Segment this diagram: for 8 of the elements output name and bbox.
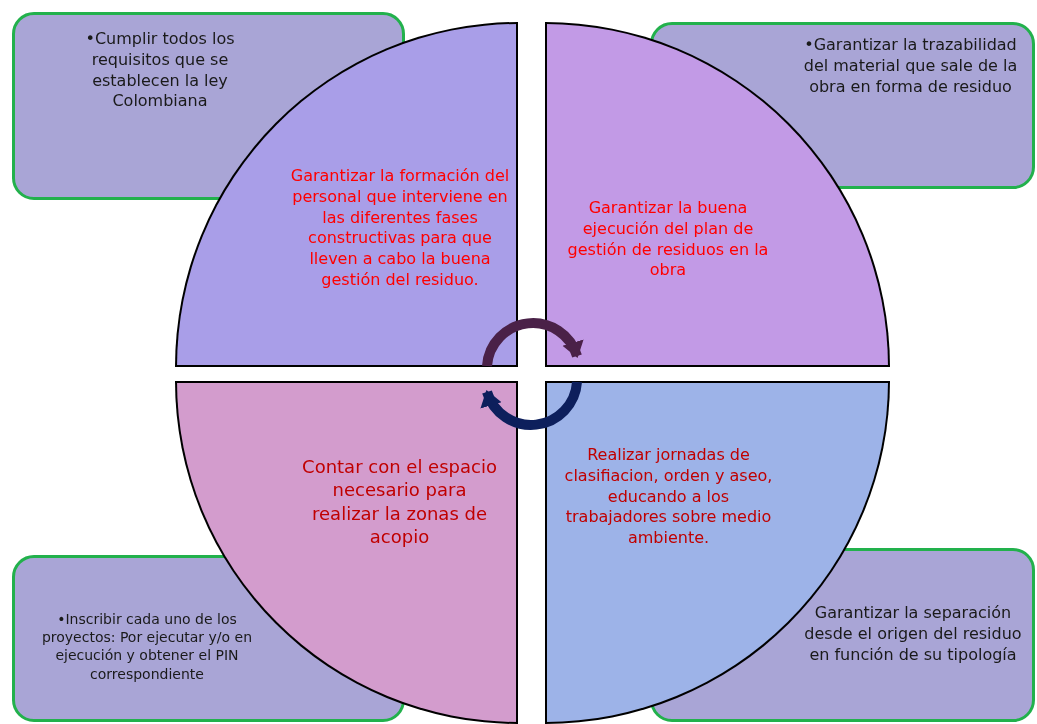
quadrant-text: Realizar jornadas de clasifiacion, orden y aseo, educando a los trabajadores sobre medio ambiente.: [563, 445, 774, 549]
quadrant-text: Contar con el espacio necesario para realizar la zonas de acopio: [302, 455, 497, 549]
card-text: •Garantizar la trazabilidad del material que sale de la obra en forma de residuo: [802, 35, 1019, 98]
card-text: •Cumplir todos los requisitos que se establecen la ley Colombiana: [84, 29, 236, 113]
quadrant-text: Garantizar la formación del personal que interviene en las diferentes fases constructivas para que lleven a cabo la buena gestión del residuo.: [289, 166, 511, 291]
card-text: •Inscribir cada uno de los proyectos: Por ejecutar y/o en ejecución y obtener el PIN correspondiente: [40, 610, 254, 683]
card-text: Garantizar la separación desde el origen del residuo en función de su tipología: [803, 603, 1023, 666]
quadrant-text: Garantizar la buena ejecución del plan de gestión de residuos en la obra: [566, 198, 770, 282]
